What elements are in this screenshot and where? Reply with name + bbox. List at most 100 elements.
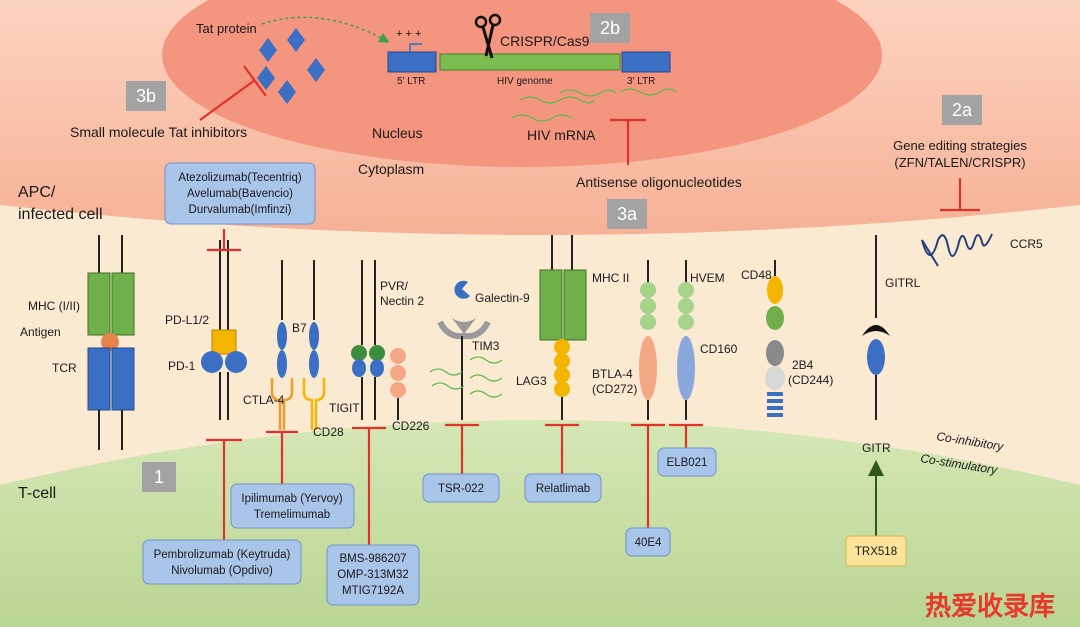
tim3-label: TIM3 [472,339,500,353]
b24-label-line2: (CD244) [788,373,833,387]
badge-3b [126,81,166,111]
antigen-label: Antigen [20,325,61,339]
drug-box-cd160[interactable]: ELB021 [657,447,717,477]
drug-tigit-1: BMS-986207 [339,553,406,565]
btla-label-line2: (CD272) [592,382,637,396]
tat-diamond-5 [278,80,296,104]
drug-box-tim3[interactable]: TSR-022 [422,473,500,503]
lag3-label: LAG3 [516,374,547,388]
nucleus-label: Nucleus [372,125,423,141]
drug-box-pd1[interactable]: Pembrolizumab (Keytruda) Nivolumab (Opdi… [142,539,302,585]
drug-pd1-2: Nivolumab (Opdivo) [171,565,273,577]
apc-label: APC/infected cell [18,184,103,223]
badge-3a [607,199,647,229]
drug-ctla4-2: Tremelimumab [254,509,330,521]
drug-btla-1: 40E4 [635,537,662,549]
hiv-genome-bar [439,53,621,71]
mhc-label: MHC (I/II) [28,299,80,313]
b7-label: B7 [292,321,307,335]
badge-3a-text: 3a [617,204,638,224]
badge-2b [590,13,630,43]
apc-label-line1: APC/ [18,184,56,201]
drug-pdl1-3: Durvalumab(Imfinzi) [189,204,292,216]
scissors-icon [474,13,502,59]
pd1-label: PD-1 [168,359,196,373]
tat-protein-group: Tat protein [196,16,390,121]
drug-pdl1-2: Avelumab(Bavencio) [187,188,293,200]
hiv-genome-group: + + + 5' LTR HIV genome 3' LTR CRISPR/Ca… [387,13,742,190]
crispr-label: CRISPR/Cas9 [500,33,590,49]
drug-box-pdl1[interactable]: Atezolizumab(Tecentriq) Avelumab(Bavenci… [164,162,316,225]
apc-label-line2: infected cell [18,206,103,223]
cytoplasm-label: Cytoplasm [358,161,424,177]
gitr-label: GITR [862,441,891,455]
tat-inhibitor-bar [243,65,267,97]
mhc-tcr-pair: MHC (I/II) Antigen TCR [20,235,135,450]
ccr5-receptor [921,233,993,257]
pvr-tigit-group: PVR/ Nectin 2 TIGIT CD226 [329,260,430,433]
cd226-label: CD226 [392,419,430,433]
mrna-strand-4 [619,88,677,96]
gitrl-gitr-group: GITRL GITR [862,235,921,455]
antigen-dot [101,333,119,351]
antisense-label: Antisense oligonucleotides [576,174,742,190]
mrna-strand-3 [511,114,573,122]
hvem-btla-cd160-group: HVEM BTLA-4 (CD272) CD160 [592,260,738,420]
hvem-label: HVEM [690,271,725,285]
mrna-strand-1 [519,96,595,104]
cd48-2b4-group: CD48 2B4 (CD244) [741,260,833,417]
cd160-label: CD160 [700,342,738,356]
hiv-mrna-label: HIV mRNA [527,127,596,143]
badge-3b-text: 3b [136,86,156,106]
pdl1-pd1-pair: PD-L1/2 PD-1 [165,240,247,420]
badge-1 [142,462,176,492]
drug-box-gitr[interactable]: TRX518 [845,535,907,567]
cd48-label: CD48 [741,268,772,282]
tat-diamond-1 [259,38,277,62]
small-molecule-label: Small molecule Tat inhibitors [70,124,247,140]
tat-dashed-arrow [261,16,390,43]
btla-label-line1: BTLA-4 [592,367,633,381]
ltr3-label: 3' LTR [627,76,655,87]
tat-diamond-3 [257,66,275,90]
drug-tigit-3: MTIG7192A [342,585,404,597]
badge-2a [942,95,982,125]
drug-box-lag3[interactable]: Relatlimab [524,473,602,503]
hiv-genome-label: HIV genome [497,76,553,87]
ltr3-box [621,51,671,73]
drug-lag3-1: Relatlimab [536,483,590,495]
drug-box-tigit[interactable]: BMS-986207 OMP-313M32 MTIG7192A [326,544,420,606]
tat-protein-label: Tat protein [196,21,257,36]
drug-tim3-1: TSR-022 [438,483,484,495]
drug-pdl1-1: Atezolizumab(Tecentriq) [178,172,302,184]
drug-ctla4-1: Ipilimumab (Yervoy) [241,493,342,505]
drug-box-ctla4[interactable]: Ipilimumab (Yervoy) Tremelimumab [230,483,355,529]
nucleus-region [162,0,882,167]
ltr5-box [387,51,437,73]
galectin-label: Galectin-9 [475,291,530,305]
tat-diamond-2 [287,28,305,52]
badge-2a-text: 2a [952,100,973,120]
plus-label: + + + [396,28,421,40]
drug-box-btla[interactable]: 40E4 [625,527,671,557]
drug-pd1-1: Pembrolizumab (Keytruda) [154,549,291,561]
watermark-text: 热爱收录库 [925,592,1055,622]
tat-inhibitor-line [199,79,256,121]
tigit-label: TIGIT [329,401,360,415]
gitrl-label: GITRL [885,276,921,290]
ctla4-label: CTLA-4 [243,393,285,407]
gene-editing-line2: (ZFN/TALEN/CRISPR) [894,155,1025,170]
cd28-label: CD28 [313,425,344,439]
drug-cd160-1: ELB021 [667,457,708,469]
badge-2b-text: 2b [600,18,620,38]
galectin-tim3-group: Galectin-9 TIM3 [429,280,530,420]
drug-gitr-1: TRX518 [855,546,897,558]
mhc2-lag3-group: MHC II LAG3 [516,235,629,420]
pvr-label-line1: PVR/ [380,279,409,293]
pvr-label-line2: Nectin 2 [380,294,424,308]
badge-1-text: 1 [154,467,164,487]
tat-diamond-4 [307,58,325,82]
tcr-label: TCR [52,361,77,375]
